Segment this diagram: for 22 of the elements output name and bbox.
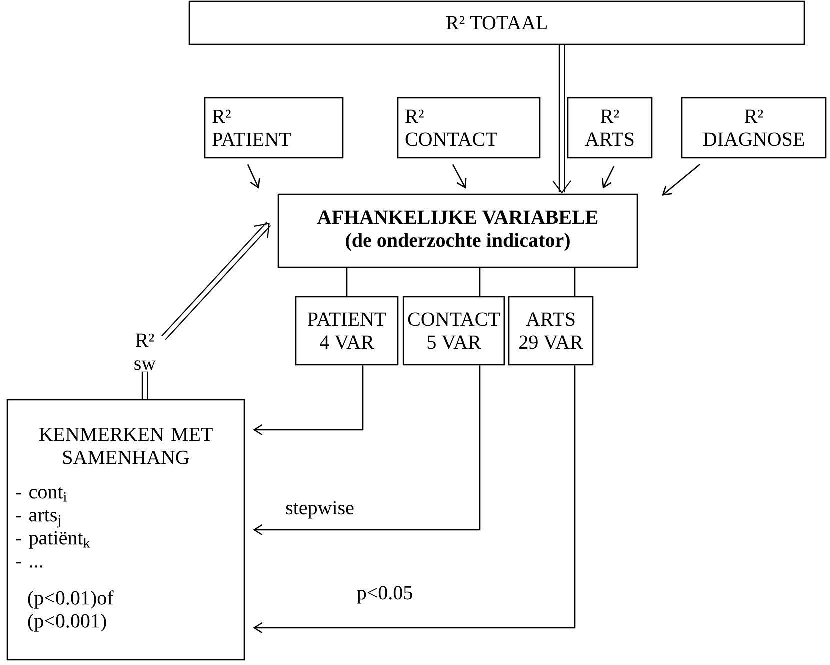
arrow [552,45,572,194]
arrow [253,366,364,436]
arrow [247,164,260,189]
box: PATIENT 4 VAR [295,296,399,366]
box: R² PATIENT [204,97,344,159]
arrow [452,164,467,189]
box: R² ARTS [567,97,653,159]
box: AFHANKELIJKE VARIABELE (de onderzochte indicator) [278,194,638,268]
box: R² CONTACT [397,97,541,159]
arrow [253,366,576,634]
arrow [602,166,615,189]
r-squared-label: R² sw [134,334,156,370]
edge-label: p<0.05 [354,584,416,606]
box: R² DIAGNOSE [681,97,827,159]
arrow [662,164,700,196]
box: CONTACT 5 VAR [402,296,506,366]
edge-label: stepwise [284,499,356,521]
arrow [161,222,272,340]
arrow [253,366,481,536]
list-box: KENMERKEN MET SAMENHANG - cont$_{i}$ - arts$_{j}$ - patiënt$_{k}$ - ... (p<0.01)of (p<0.001) [6,399,246,661]
box: ARTS 29 VAR [508,296,594,366]
box: R² TOTAAL [188,0,806,46]
